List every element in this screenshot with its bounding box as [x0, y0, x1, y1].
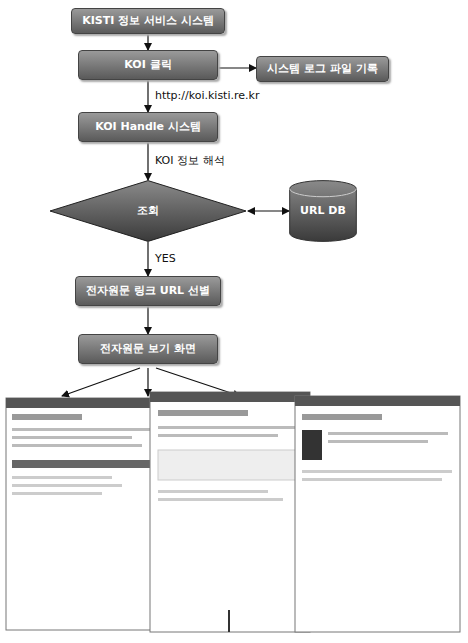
screenshot — [295, 396, 460, 632]
connector-arrow — [147, 80, 148, 112]
node-text: KOI Handle 시스템 — [89, 120, 207, 133]
node-text: KOI 클릭 — [118, 58, 177, 71]
connector-arrow — [147, 142, 148, 180]
node-text: URL DB — [294, 204, 352, 217]
connector-arrow — [147, 34, 148, 50]
edge-label: http://koi.kisti.re.kr — [153, 89, 261, 102]
leader-arrow — [62, 368, 140, 396]
decision-diamond: 조회 — [48, 180, 248, 242]
screenshot — [150, 392, 310, 632]
process-box: 전자원문 링크 URL 선별 — [75, 276, 221, 306]
process-box: 시스템 로그 파일 기록 — [256, 56, 389, 82]
screenshot — [6, 398, 166, 630]
node-text: KISTI 정보 서비스 시스템 — [76, 14, 220, 27]
node-text: 시스템 로그 파일 기록 — [261, 62, 384, 75]
connector-arrow — [218, 67, 256, 68]
database-cylinder: URL DB — [289, 180, 357, 242]
process-box: KOI 클릭 — [78, 50, 218, 80]
connector-arrow — [147, 306, 148, 334]
connector-arrow — [248, 210, 289, 211]
process-box: KOI Handle 시스템 — [78, 112, 218, 142]
node-text: 전자원문 링크 URL 선별 — [80, 284, 216, 297]
node-text: 조회 — [131, 204, 165, 217]
edge-label: KOI 정보 해석 — [153, 154, 227, 167]
edge-label: YES — [153, 252, 178, 265]
connector-arrow — [147, 242, 148, 276]
process-box: KISTI 정보 서비스 시스템 — [71, 8, 225, 34]
leader-arrow — [147, 368, 148, 396]
node-text: 전자원문 보기 화면 — [94, 342, 202, 355]
process-box: 전자원문 보기 화면 — [78, 334, 218, 364]
